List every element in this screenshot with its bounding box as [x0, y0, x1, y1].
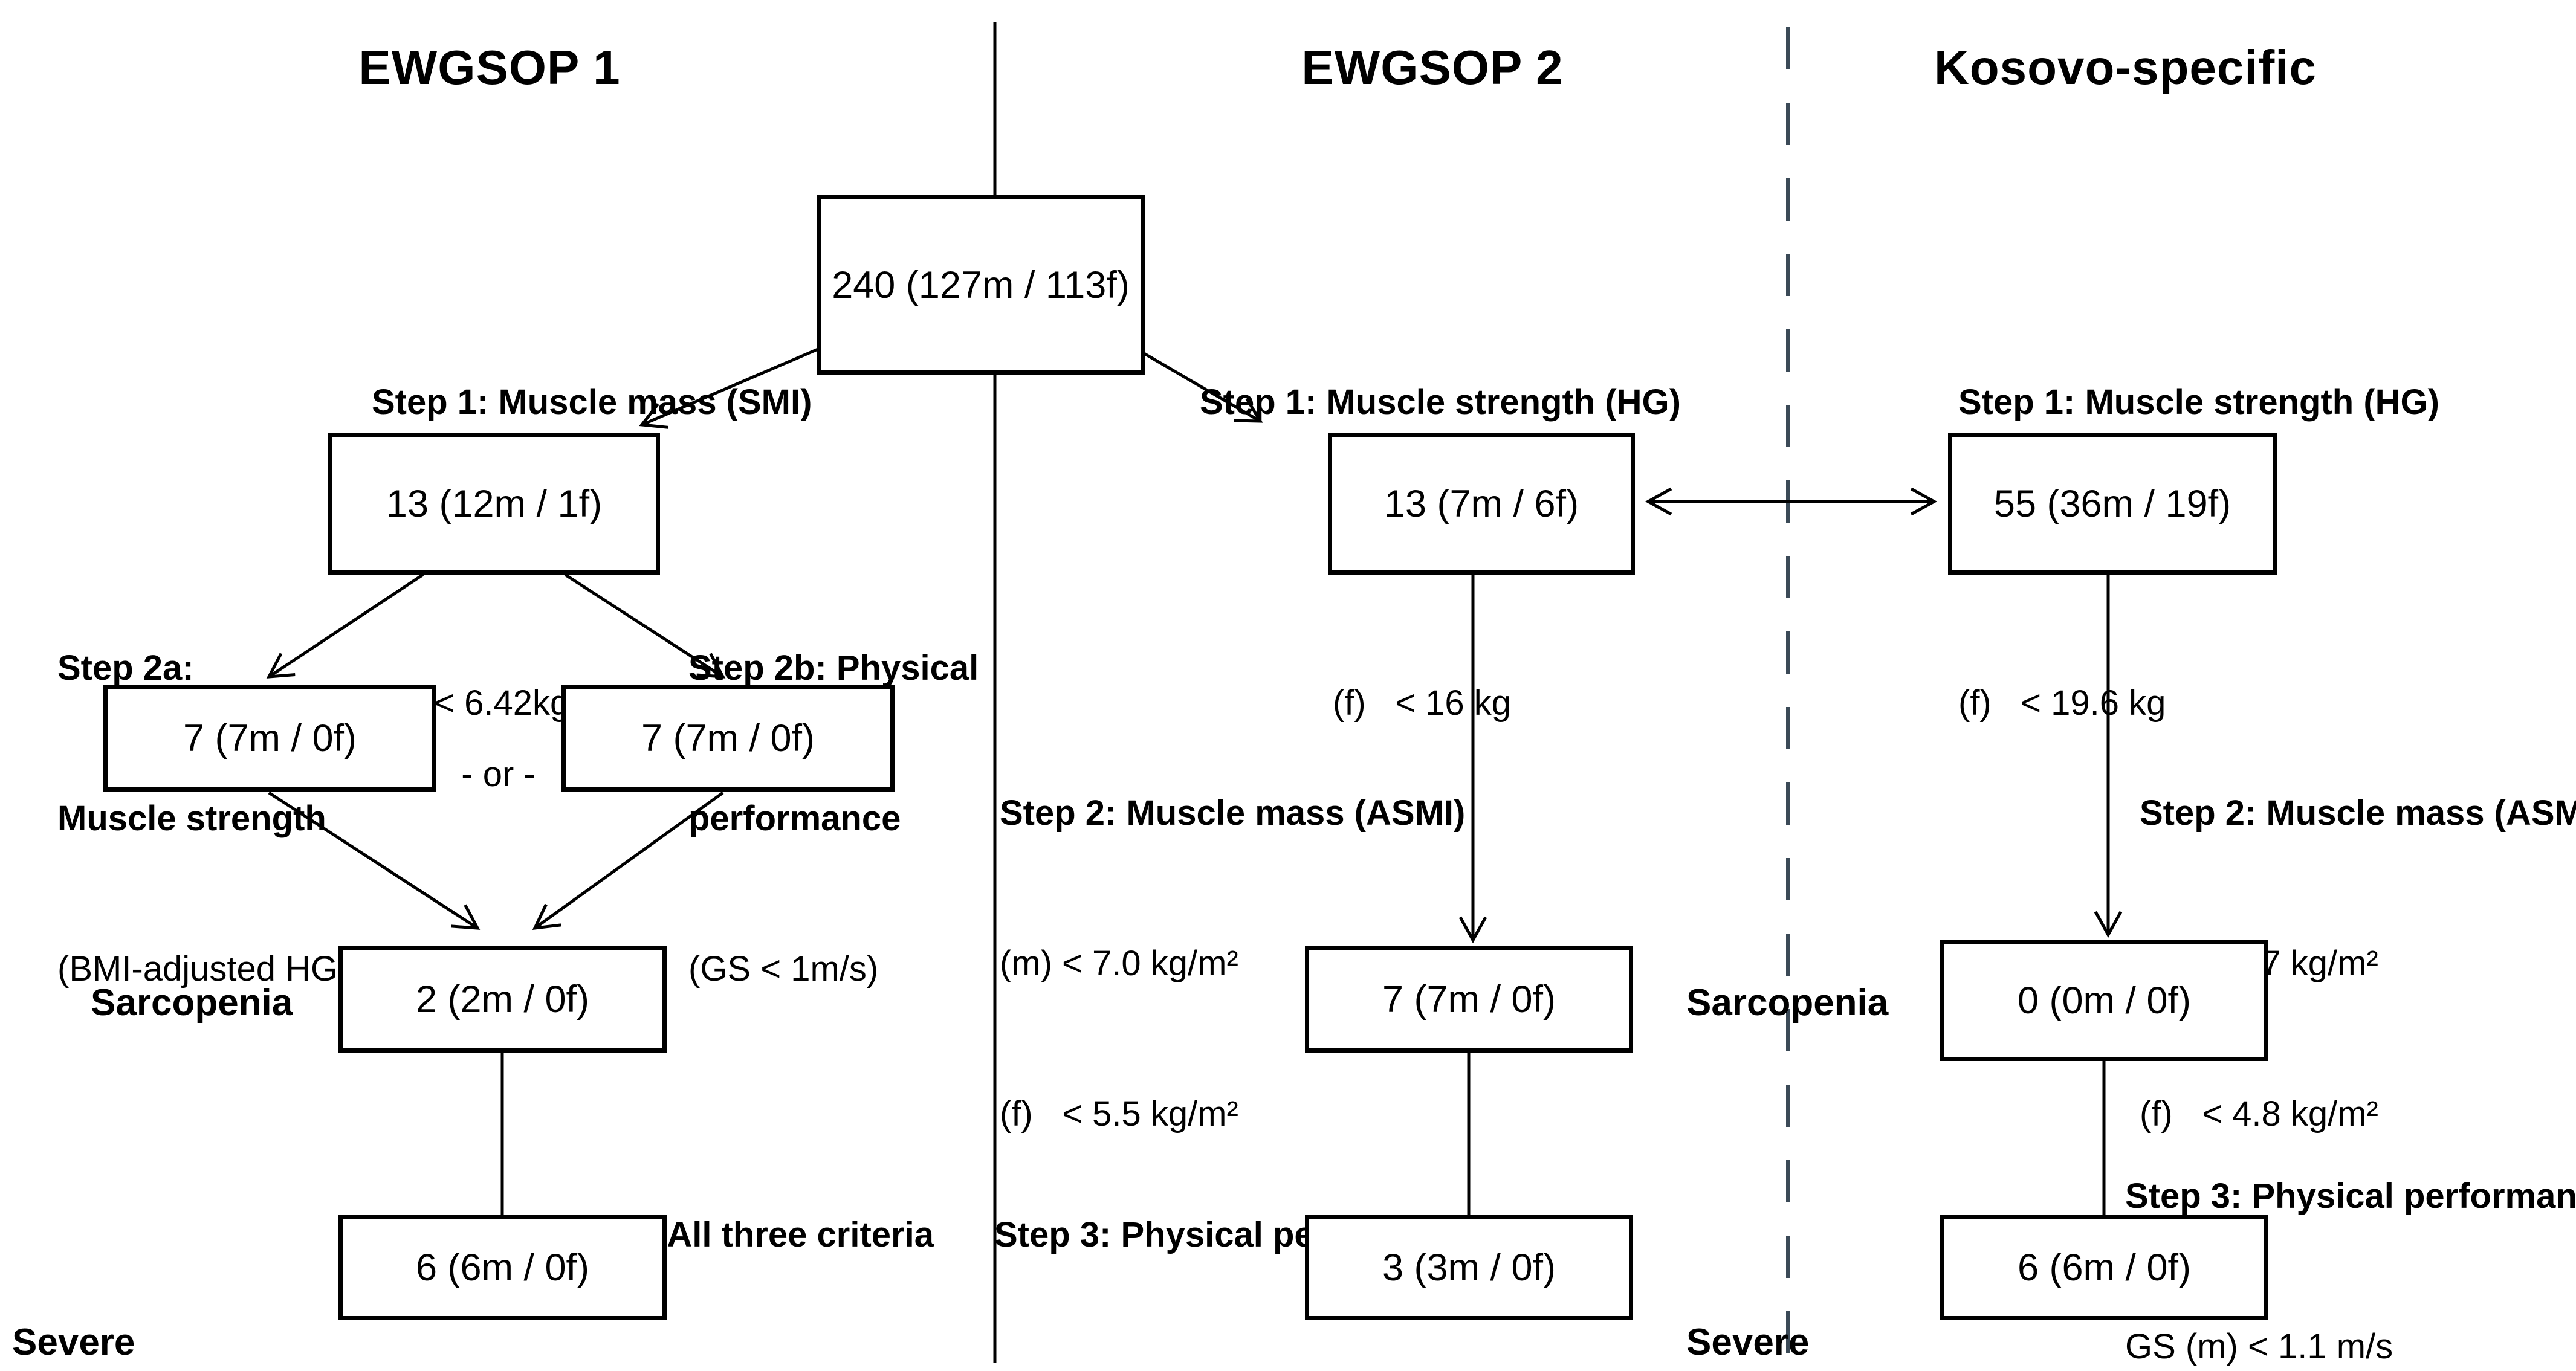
sarcopenia-label-ewgsop1: Sarcopenia — [91, 982, 293, 1024]
step2b-cutoff: (GS < 1m/s) — [688, 949, 879, 989]
step3-male-cutoff-kosovo: GS (m) < 1.1 m/s — [2125, 1327, 2393, 1366]
step2-male-cutoff-ewgsop2: (m) < 7.0 kg/m² — [1000, 944, 1238, 983]
severe-sarcopenia-label-middle: Severe sarcopenia — [1686, 1216, 1884, 1371]
step3-cutoff-ewgsop2: GS ≤ 0.8 m/s — [994, 1360, 1485, 1371]
step2-female-cutoff-ewgsop2: (f) < 5.5 kg/m² — [1000, 1094, 1238, 1134]
node-severe-sarcopenia-kosovo: 6 (6m / 0f) — [1940, 1215, 2268, 1320]
arrow-step1-ewgsop1 — [639, 337, 844, 429]
node-sarcopenia-ewgsop2: 7 (7m / 0f) — [1305, 946, 1633, 1053]
step2a-criteria-ewgsop1: Step 2a: Muscle strength (BMI-adjusted H… — [57, 543, 349, 1094]
step1-title-ewgsop1: Step 1: Muscle mass (SMI) — [372, 382, 812, 422]
node-severe-sarcopenia-ewgsop1: 6 (6m / 0f) — [338, 1215, 667, 1320]
arrow-step2a-ewgsop1 — [266, 573, 424, 679]
node-step1-result-ewgsop1: 13 (12m / 1f) — [328, 433, 660, 575]
step2-female-cutoff-kosovo: (f) < 4.8 kg/m² — [2140, 1094, 2378, 1134]
node-step2a-result-ewgsop1: 7 (7m / 0f) — [103, 685, 436, 792]
step2b-title-line2: performance — [688, 799, 901, 838]
node-sarcopenia-ewgsop1: 2 (2m / 0f) — [338, 946, 667, 1053]
or-label-ewgsop1: - or - — [461, 755, 536, 794]
node-total-cohort: 240 (127m / 113f) — [817, 195, 1145, 375]
sarcopenia-label-middle: Sarcopenia — [1686, 982, 1889, 1024]
step2b-criteria-ewgsop1: Step 2b: Physical performance (GS < 1m/s… — [688, 543, 979, 1094]
severe-label-middle-line1: Severe — [1686, 1321, 1810, 1363]
arrow-step2b-ewgsop1 — [564, 573, 726, 679]
step2-title-ewgsop2: Step 2: Muscle mass (ASMI) — [1000, 793, 1466, 833]
step3-criteria-kosovo: Step 3: Physical performance GS (m) < 1.… — [2125, 1071, 2576, 1371]
step1-title-kosovo: Step 1: Muscle strength (HG) — [1958, 382, 2439, 422]
step2-title-kosovo: Step 2: Muscle mass (ASMI) — [2140, 793, 2576, 833]
node-sarcopenia-kosovo: 0 (0m / 0f) — [1940, 940, 2268, 1061]
column-header-ewgsop2: EWGSOP 2 — [1301, 40, 1564, 94]
step2a-title-line1: Step 2a: — [57, 648, 194, 688]
step1-title-ewgsop2: Step 1: Muscle strength (HG) — [1200, 382, 1681, 422]
step3-title-kosovo: Step 3: Physical performance — [2125, 1176, 2576, 1216]
step2a-title-line2: Muscle strength — [57, 799, 326, 838]
node-severe-sarcopenia-ewgsop2: 3 (3m / 0f) — [1305, 1215, 1633, 1320]
arrow-converge-right-ewgsop1 — [532, 791, 724, 931]
step2-criteria-ewgsop2: Step 2: Muscle mass (ASMI) (m) < 7.0 kg/… — [1000, 688, 1465, 1239]
step2b-title-line1: Step 2b: Physical — [688, 648, 979, 688]
step1-female-cutoff-kosovo: (f) < 19.6 kg — [1958, 683, 2166, 723]
arrow-converge-left-ewgsop1 — [268, 791, 481, 930]
node-step1-result-ewgsop2: 13 (7m / 6f) — [1328, 433, 1635, 575]
column-header-ewgsop1: EWGSOP 1 — [358, 40, 621, 94]
step1-female-cutoff-ewgsop2: (f) < 16 kg — [1333, 683, 1511, 723]
node-step2b-result-ewgsop1: 7 (7m / 0f) — [561, 685, 895, 792]
step2-criteria-kosovo: Step 2: Muscle mass (ASMI) (m) < 5.7 kg/… — [2140, 688, 2576, 1239]
severe-sarcopenia-label-ewgsop1: Severe sarcopenia — [12, 1216, 210, 1371]
column-header-kosovo: Kosovo-specific — [1934, 40, 2317, 94]
severe-label-line1: Severe — [12, 1321, 135, 1363]
node-step1-result-kosovo: 55 (36m / 19f) — [1948, 433, 2277, 575]
